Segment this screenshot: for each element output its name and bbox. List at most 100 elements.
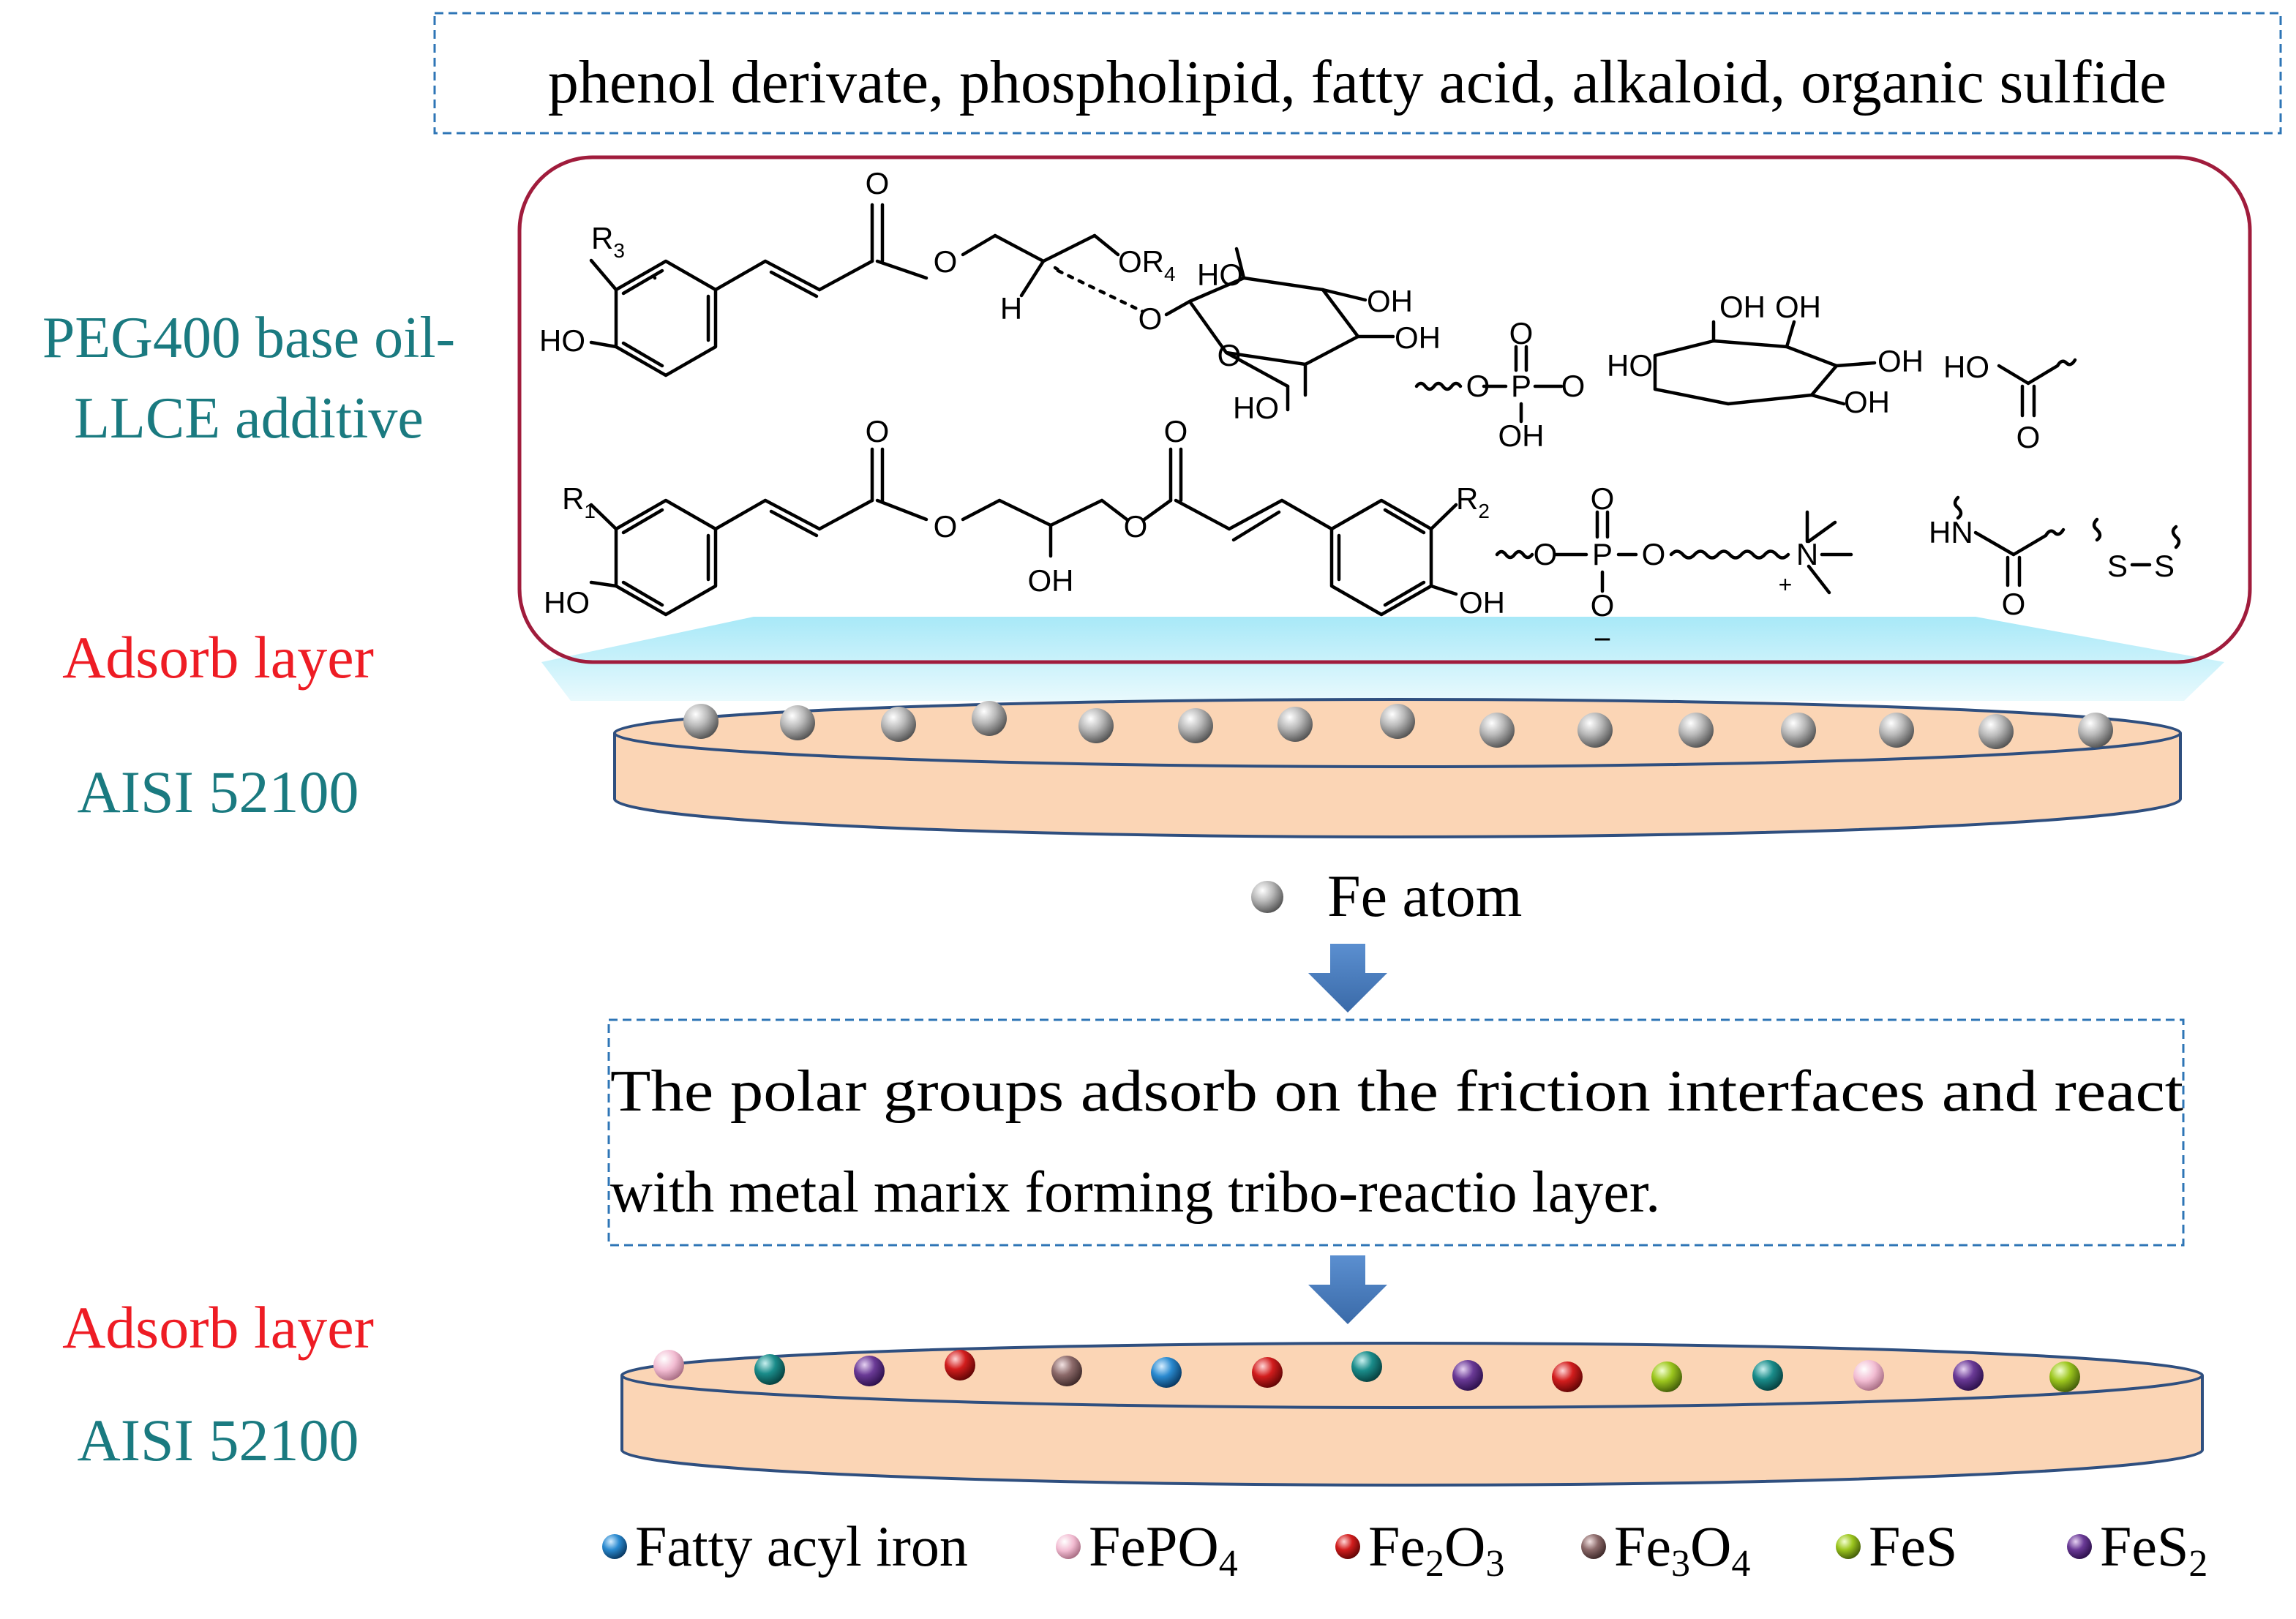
fe-atom-key-label: Fe atom: [1327, 863, 1522, 929]
tribo-product-ball: [1552, 1361, 1583, 1392]
atom-h: H: [1000, 291, 1022, 326]
atom-oh-p1: OH: [1498, 418, 1545, 453]
tribo-product-ball: [1351, 1351, 1382, 1382]
legend-swatch: [1836, 1534, 1861, 1559]
legend-item: FeS: [1836, 1514, 1957, 1578]
fe-atom-ball: [1577, 713, 1613, 748]
header-box: [433, 12, 2282, 135]
atom-or4: OR4: [1118, 244, 1176, 285]
adsorb-layer-label-bottom: Adsorb layer: [62, 1294, 374, 1361]
legend-label: FeS2: [2100, 1514, 2207, 1585]
legend-swatch: [2067, 1534, 2092, 1559]
steel-disk-bottom: [620, 1342, 2204, 1487]
caffeoyl-glycoside-molecule: [589, 203, 1395, 412]
system-label-line1: PEG400 base oil-: [42, 306, 455, 370]
phosphoinositol-molecule: [1414, 320, 1877, 424]
legend-swatch: [1056, 1534, 1081, 1559]
fe-atom-ball: [972, 701, 1007, 736]
legend-item: Fe3O4: [1581, 1514, 1750, 1585]
adsorb-layer-label-top: Adsorb layer: [62, 624, 374, 691]
legend-label: Fatty acyl iron: [635, 1514, 968, 1578]
atom-o-amide: O: [2002, 587, 2026, 621]
tribo-product-ball: [754, 1354, 785, 1385]
fe-atom-ball: [1380, 704, 1415, 739]
atom-o-p2-bottom: O: [1591, 588, 1615, 623]
legend-item: FeS2: [2067, 1514, 2207, 1585]
legend-item: Fatty acyl iron: [602, 1514, 968, 1578]
atom-n-choline: N: [1796, 537, 1818, 571]
atom-oh-sugar-1: OH: [1367, 284, 1413, 318]
fe-atom-key-ball: [1251, 881, 1283, 913]
tribo-product-ball: [854, 1356, 885, 1386]
carboxylic-acid-labels: HO O: [1943, 350, 2040, 454]
header-text: phenol derivate, phospholipid, fatty aci…: [548, 48, 2166, 116]
fe-atom-ball: [683, 704, 719, 739]
phosphocholine-labels: O P O O − O N +: [1534, 481, 1819, 656]
atom-oh-inositol-1: OH: [1719, 290, 1766, 324]
atom-minus: −: [1594, 622, 1612, 656]
dicaffeoyl-glycerol-molecule: [589, 447, 1458, 617]
amide-group: [1953, 495, 2066, 587]
atom-r2: R2: [1456, 481, 1490, 522]
atom-oh-b: OH: [1459, 585, 1505, 620]
tribo-product-ball: [1252, 1357, 1283, 1388]
mechanism-line2: with metal marix forming tribo-reactio l…: [610, 1160, 1660, 1225]
atom-o-p1-top: O: [1509, 316, 1534, 350]
atom-o-ester-b2: O: [1124, 509, 1148, 544]
atom-oh-glycerol: OH: [1028, 563, 1074, 598]
phosphocholine-molecule: [1495, 510, 1853, 595]
legend-item: FePO4: [1056, 1514, 1238, 1585]
mechanism-line1: The polar groups adsorb on the friction …: [610, 1059, 2183, 1124]
fe-atom-ball: [1278, 707, 1313, 742]
legend-label: Fe2O3: [1368, 1514, 1504, 1585]
atom-hn: HN: [1929, 515, 1973, 549]
fe-atom-ball: [1178, 708, 1213, 743]
adsorption-band: [541, 617, 2224, 701]
phosphoinositol-labels: O P O OH O HO OH OH OH OH: [1466, 290, 1924, 453]
fe-atom-ball: [780, 705, 815, 740]
atom-o-ester-a: O: [934, 244, 958, 279]
atom-o-acid: O: [2016, 420, 2041, 454]
dicaffeoyl-glycerol-labels: R1 HO O O OH O O R2 OH: [544, 414, 1505, 620]
tribo-product-row: [653, 1350, 2080, 1392]
legend: Fatty acyl iron FePO4 Fe2O3 Fe3O4 FeS FeS2: [602, 1514, 2207, 1585]
atom-o-p2-top: O: [1591, 481, 1615, 516]
atom-s1: S: [2107, 549, 2128, 583]
atom-p1: P: [1511, 369, 1531, 403]
tribo-product-ball: [1752, 1360, 1783, 1391]
tribo-product-ball: [653, 1350, 684, 1381]
carboxylic-acid-group: [1997, 358, 2077, 418]
atom-o-p2-left: O: [1534, 537, 1558, 571]
atom-ho-a: HO: [539, 323, 585, 358]
fe-atom-ball: [1678, 713, 1714, 748]
tribo-product-ball: [1853, 1360, 1884, 1391]
atom-o-glycosidic: O: [1138, 301, 1163, 336]
down-arrow-1: [1308, 944, 1387, 1013]
atom-ho-sugar-1: HO: [1197, 258, 1243, 292]
legend-swatch: [602, 1534, 627, 1559]
atom-o-carbonyl-b2: O: [1164, 414, 1188, 448]
atom-o-p1-right: O: [1561, 369, 1586, 403]
atom-ho-sugar-2: HO: [1233, 391, 1279, 425]
tribo-product-ball: [1651, 1361, 1682, 1392]
steel-label-bottom: AISI 52100: [78, 1407, 359, 1473]
atom-o-ester-b1: O: [934, 509, 958, 544]
amide-labels: HN O: [1929, 515, 2025, 621]
fe-atom-ball: [1978, 714, 2014, 749]
atom-o-ring: O: [1218, 338, 1242, 372]
tribo-product-ball: [2049, 1361, 2080, 1392]
fe-atom-ball: [2078, 713, 2113, 748]
tribo-product-ball: [945, 1350, 975, 1381]
fe-atom-ball: [1781, 713, 1816, 748]
fe-atom-row: [683, 701, 2113, 749]
tribo-product-ball: [1953, 1360, 1984, 1391]
legend-swatch: [1335, 1534, 1360, 1559]
fe-atom-ball: [881, 707, 916, 742]
legend-item: Fe2O3: [1335, 1514, 1504, 1585]
atom-ho-inositol-1: HO: [1607, 348, 1653, 383]
mechanism-box: [607, 1018, 2185, 1247]
atom-o-p2-right: O: [1642, 537, 1666, 571]
tribo-product-ball: [1051, 1356, 1082, 1386]
